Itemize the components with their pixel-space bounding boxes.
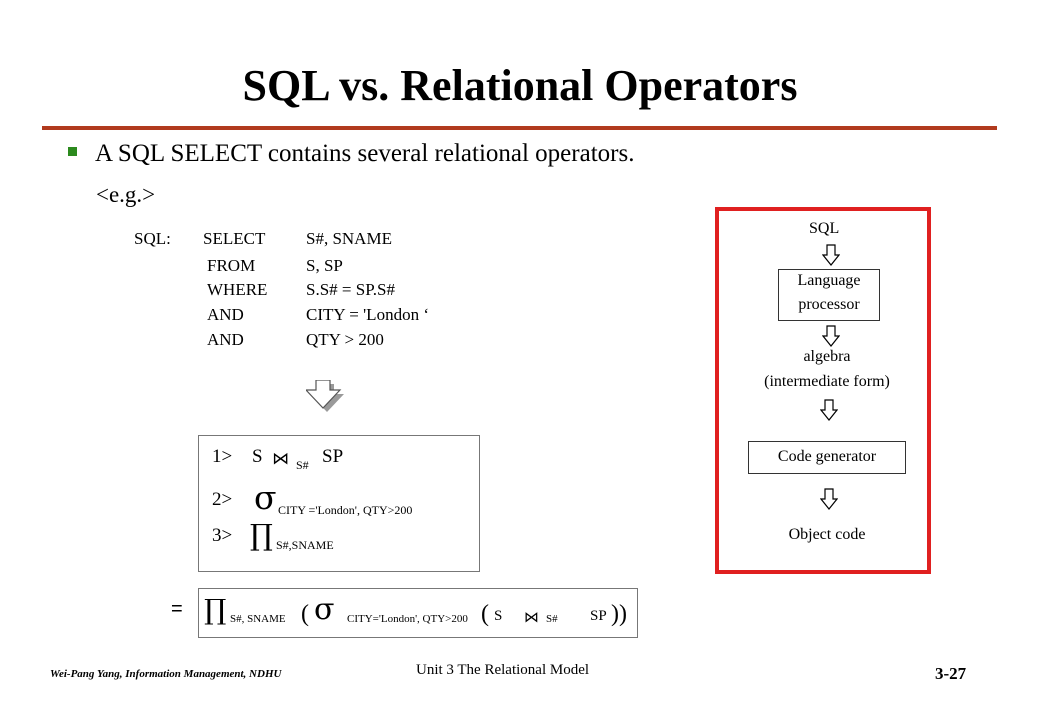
sql-keyword-from: FROM (207, 256, 256, 275)
step-1-label: 1> (212, 446, 233, 467)
flow-arrow-4-icon (820, 488, 838, 510)
sql-arg-and-1: CITY = 'London ‘ (306, 305, 429, 324)
language-processor-box (778, 269, 880, 321)
sql-keyword-where: WHERE (207, 280, 268, 299)
formula-sigma-sub: CITY='London', QTY>200 (347, 613, 468, 625)
footer-unit: Unit 3 The Relational Model (416, 662, 590, 678)
sigma-select-icon: σ (254, 478, 277, 517)
formula-equals: = (171, 598, 183, 620)
sql-arg-from: S, SP (306, 256, 343, 275)
formula-close-parens: )) (611, 601, 627, 627)
bullet-text: A SQL SELECT contains several relational… (95, 140, 635, 167)
relational-steps-box (198, 435, 480, 572)
footer-author: Wei-Pang Yang, Information Management, N… (50, 668, 282, 680)
sql-arg-where: S.S# = SP.S# (306, 280, 395, 299)
step-2-condition: CITY ='London', QTY>200 (278, 503, 413, 517)
formula-box (198, 588, 638, 638)
flow-intermediate: (intermediate form) (764, 373, 890, 390)
title-divider (42, 126, 997, 130)
step-1-join-sub: S# (296, 458, 309, 472)
formula-pi-icon: ∏ (204, 593, 227, 626)
pi-project-icon: ∏ (250, 518, 274, 552)
sql-arg-select: S#, SNAME (306, 229, 392, 248)
sql-prefix: SQL: (134, 229, 171, 248)
flow-sql: SQL (809, 220, 840, 237)
sql-keyword-select: SELECT (203, 229, 266, 248)
example-tag: <e.g.> (96, 182, 156, 207)
flow-arrow-3-icon (820, 399, 838, 421)
step-3-label: 3> (212, 525, 233, 546)
step-1-right: SP (322, 446, 344, 467)
sql-keyword-and-2: AND (207, 330, 244, 349)
join-icon: ⋈ (272, 449, 289, 469)
formula-sigma-icon: σ (314, 592, 335, 627)
formula-sp: SP (590, 608, 607, 624)
code-generator-box (748, 441, 906, 474)
slide-title: SQL vs. Relational Operators (242, 61, 798, 110)
flow-codegen: Code generator (777, 448, 877, 465)
formula-pi-sub: S#, SNAME (230, 613, 286, 625)
sql-arg-and-2: QTY > 200 (306, 330, 384, 349)
processor-line-1: Language (797, 272, 861, 289)
formula-open-paren-1: ( (301, 601, 309, 627)
formula-join-sub: S# (546, 613, 558, 625)
step-3-attributes: S#,SNAME (276, 538, 334, 552)
formula-s: S (494, 608, 503, 624)
formula-open-paren-2: ( (481, 601, 489, 627)
sql-keyword-and-1: AND (207, 305, 244, 324)
page-number: 3-27 (935, 664, 967, 683)
flow-arrow-1-icon (822, 244, 840, 266)
step-1-left: S (252, 446, 263, 467)
flow-object-code: Object code (788, 526, 866, 543)
compiler-flow-frame (715, 207, 931, 574)
square-bullet-icon (68, 147, 77, 156)
translate-down-arrow-icon (306, 380, 344, 412)
formula-join-icon: ⋈ (524, 608, 539, 626)
step-2-label: 2> (212, 489, 233, 510)
flow-algebra: algebra (803, 348, 851, 365)
processor-line-2: processor (798, 296, 860, 313)
flow-arrow-2-icon (822, 325, 840, 347)
